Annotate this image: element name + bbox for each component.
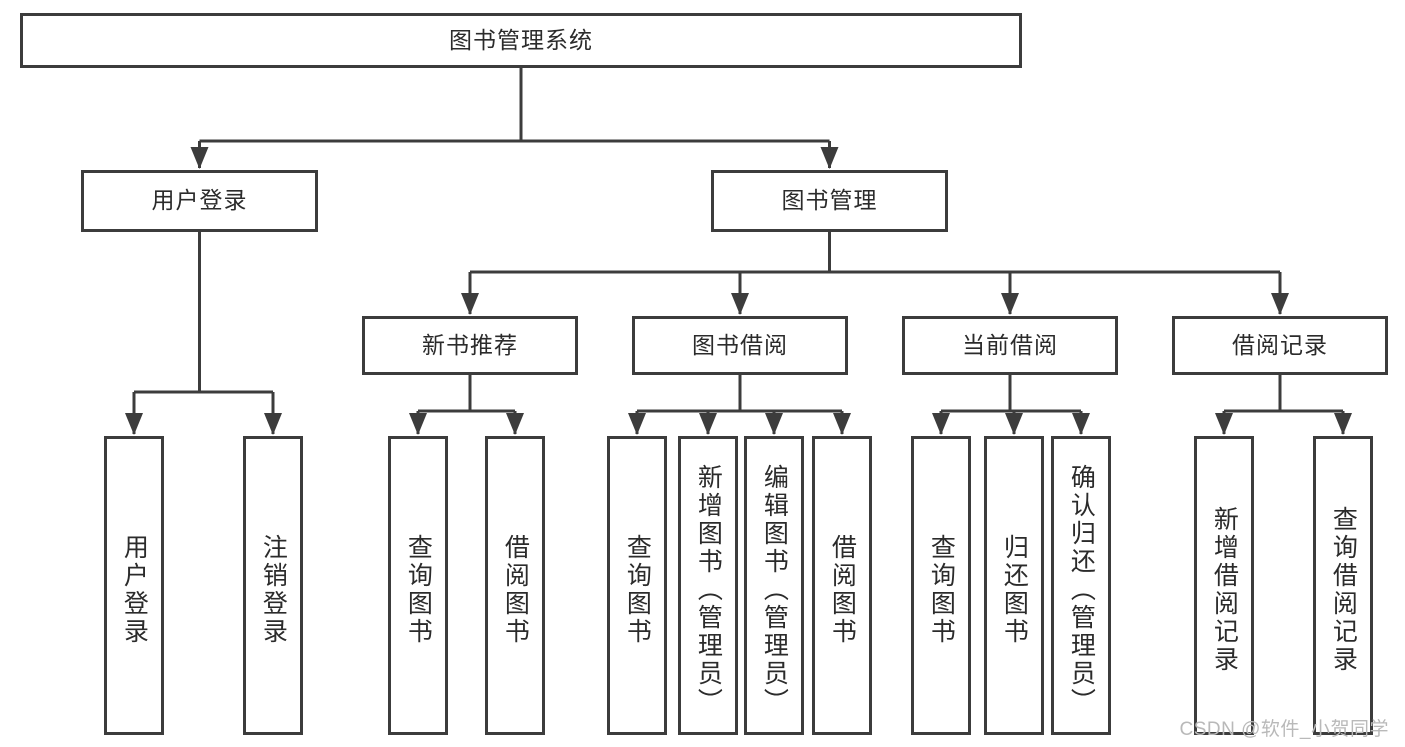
arrow-head-leaf-query-book-2 [628, 413, 646, 435]
node-box-leaf-confirm-return[interactable] [1051, 436, 1111, 735]
node-box-leaf-query-book-1[interactable] [388, 436, 448, 735]
node-box-new-book-rec[interactable] [362, 316, 578, 375]
arrow-head-leaf-add-record [1215, 413, 1233, 435]
node-box-leaf-user-login[interactable] [104, 436, 164, 735]
arrow-head-leaf-logout [264, 413, 282, 435]
node-box-leaf-borrow-book-1[interactable] [485, 436, 545, 735]
node-box-leaf-borrow-book-2[interactable] [812, 436, 872, 735]
node-box-book-borrow[interactable] [632, 316, 848, 375]
arrow-head-borrow-record [1271, 293, 1289, 315]
arrow-head-leaf-confirm-return [1072, 413, 1090, 435]
arrow-head-leaf-user-login [125, 413, 143, 435]
arrow-head-leaf-query-book-1 [409, 413, 427, 435]
node-box-borrow-record[interactable] [1172, 316, 1388, 375]
node-box-user-login[interactable] [81, 170, 318, 232]
arrow-head-current-borrow [1001, 293, 1019, 315]
node-box-current-borrow[interactable] [902, 316, 1118, 375]
node-box-leaf-add-book[interactable] [678, 436, 738, 735]
node-box-book-manage[interactable] [711, 170, 948, 232]
connector-layer [125, 68, 1352, 435]
arrow-head-leaf-query-book-3 [932, 413, 950, 435]
arrow-head-new-book-rec [461, 293, 479, 315]
node-box-leaf-query-record[interactable] [1313, 436, 1373, 735]
node-box-leaf-add-record[interactable] [1194, 436, 1254, 735]
arrow-head-leaf-edit-book [765, 413, 783, 435]
arrow-head-book-borrow [731, 293, 749, 315]
arrow-head-book-manage [820, 147, 839, 169]
node-box-root[interactable] [20, 13, 1022, 68]
node-box-leaf-edit-book[interactable] [744, 436, 804, 735]
arrow-head-leaf-query-record [1334, 413, 1352, 435]
node-box-leaf-query-book-3[interactable] [911, 436, 971, 735]
node-box-leaf-query-book-2[interactable] [607, 436, 667, 735]
arrow-head-leaf-borrow-book-2 [833, 413, 851, 435]
arrow-head-leaf-borrow-book-1 [506, 413, 524, 435]
arrow-head-leaf-add-book [699, 413, 717, 435]
node-box-leaf-return-book[interactable] [984, 436, 1044, 735]
node-box-leaf-logout[interactable] [243, 436, 303, 735]
node-box-layer [20, 13, 1388, 735]
arrow-head-user-login [190, 147, 209, 169]
arrow-head-leaf-return-book [1005, 413, 1023, 435]
